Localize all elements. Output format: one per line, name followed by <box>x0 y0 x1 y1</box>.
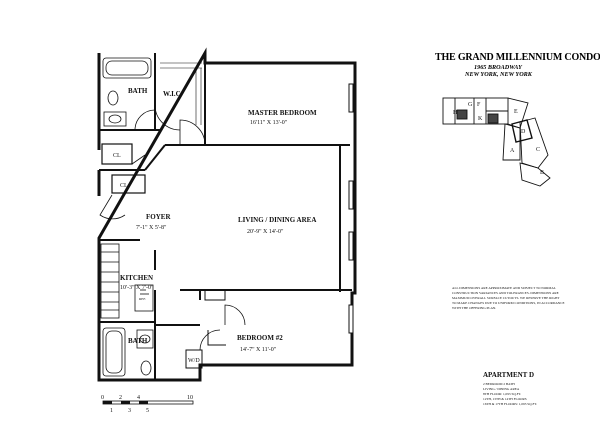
living-dining-name: LIVING / DINING AREA <box>238 216 316 224</box>
foyer-name: FOYER <box>146 213 171 221</box>
keyplan-unit-a: A <box>510 148 515 154</box>
apartment-detail-3: 8TH FLOOR: 1,093 SQ.FT. <box>483 392 522 397</box>
closet1-label: CL <box>113 153 121 159</box>
keyplan-unit-d: D <box>521 129 526 135</box>
wd-box <box>185 349 203 369</box>
wd-label: W/D <box>188 358 200 364</box>
scale-subtick-5: 5 <box>146 408 149 414</box>
living-dining-dims: 20'-9" X 14'-0" <box>247 229 284 235</box>
ref-label: REF. <box>139 297 146 301</box>
disclaimer-line-5: WITH THE OFFERING PLAN. <box>452 306 496 310</box>
wic-shelves <box>160 62 202 125</box>
disclaimer-line-1: ALL DIMENSIONS ARE APPROXIMATE AND SUBJE… <box>452 286 556 290</box>
scale-bar: 0 2 4 10 1 3 5 <box>101 395 194 414</box>
apartment-detail-1: 2 BEDROOM 2 BATH <box>483 382 515 386</box>
wic-label: W.I.C. <box>163 90 183 98</box>
windows <box>348 83 354 334</box>
keyplan-unit-c: C <box>536 147 540 153</box>
disclaimer-line-2: CONSTRUCTION VARIANCES AND TOLERANCES. D… <box>452 291 559 295</box>
kitchen-counters <box>100 243 154 319</box>
key-plan-labels: H G F K E D A C B <box>453 102 544 176</box>
door-swings <box>99 104 246 351</box>
disclaimer-line-4: TO MAKE CHANGES DUE TO UNIFORM CONDITION… <box>452 301 565 306</box>
bath-bottom-fixtures <box>102 327 154 377</box>
closet-1 <box>101 143 133 165</box>
disclaimer: ALL DIMENSIONS ARE APPROXIMATE AND SUBJE… <box>452 286 565 310</box>
keyplan-unit-k: K <box>478 116 483 122</box>
room-labels: MASTER BEDROOM 16'11" X 13'-0" LIVING / … <box>113 87 317 364</box>
building-name: THE GRAND MILLENNIUM CONDOMINIUM <box>435 52 600 63</box>
interior-walls <box>99 53 352 380</box>
keyplan-unit-b: B <box>540 170 544 176</box>
bath-bottom-label: BATH <box>128 337 148 345</box>
keyplan-unit-f: F <box>477 102 481 108</box>
scale-subtick-3: 3 <box>128 408 131 414</box>
scale-subtick-1: 1 <box>110 408 113 414</box>
keyplan-unit-e: E <box>514 109 518 115</box>
apartment-detail-2: LIVING / DINING AREA <box>483 387 520 391</box>
closet2-label: CL <box>120 183 128 189</box>
kitchen-name: KITCHEN <box>120 274 153 282</box>
closet-2 <box>111 174 146 194</box>
apartment-info: APARTMENT D 2 BEDROOM 2 BATH LIVING / DI… <box>483 371 537 407</box>
building-header: THE GRAND MILLENNIUM CONDOMINIUM 1965 BR… <box>435 52 600 78</box>
bedroom2-name: BEDROOM #2 <box>237 334 283 342</box>
disclaimer-line-3: MAXIMUM OVERALL SURFACE CUTOUTS. WE RESE… <box>452 296 560 300</box>
keyplan-unit-g: G <box>468 102 473 108</box>
scale-tick-10: 10 <box>187 395 193 401</box>
scale-tick-0: 0 <box>101 395 104 401</box>
apartment-detail-5: 16TH & 17TH FLOORS: 1,093 SQ.FT. <box>483 402 537 407</box>
foyer-dims: 7'-1" X 5'-8" <box>136 225 167 231</box>
master-bedroom-dims: 16'11" X 13'-0" <box>250 120 288 126</box>
keyplan-unit-h: H <box>453 110 458 116</box>
bath-top-fixtures <box>102 57 152 127</box>
building-city: NEW YORK, NEW YORK <box>464 71 533 78</box>
apartment-label: APARTMENT D <box>483 371 534 379</box>
scale-tick-2: 2 <box>119 395 122 401</box>
bath-top-label: BATH <box>128 87 148 95</box>
floor-plan <box>97 47 357 382</box>
kitchen-dims: 10'-3" X 7'-0" <box>120 285 154 291</box>
building-street: 1965 BROADWAY <box>474 64 523 71</box>
master-bedroom-name: MASTER BEDROOM <box>248 109 317 117</box>
bedroom2-dims: 14'-7" X 11'-0" <box>240 347 277 353</box>
key-plan <box>442 97 551 187</box>
apartment-detail-4: 12TH, 13TH & 14TH FLOORS <box>483 397 527 402</box>
scale-tick-4: 4 <box>137 395 140 401</box>
